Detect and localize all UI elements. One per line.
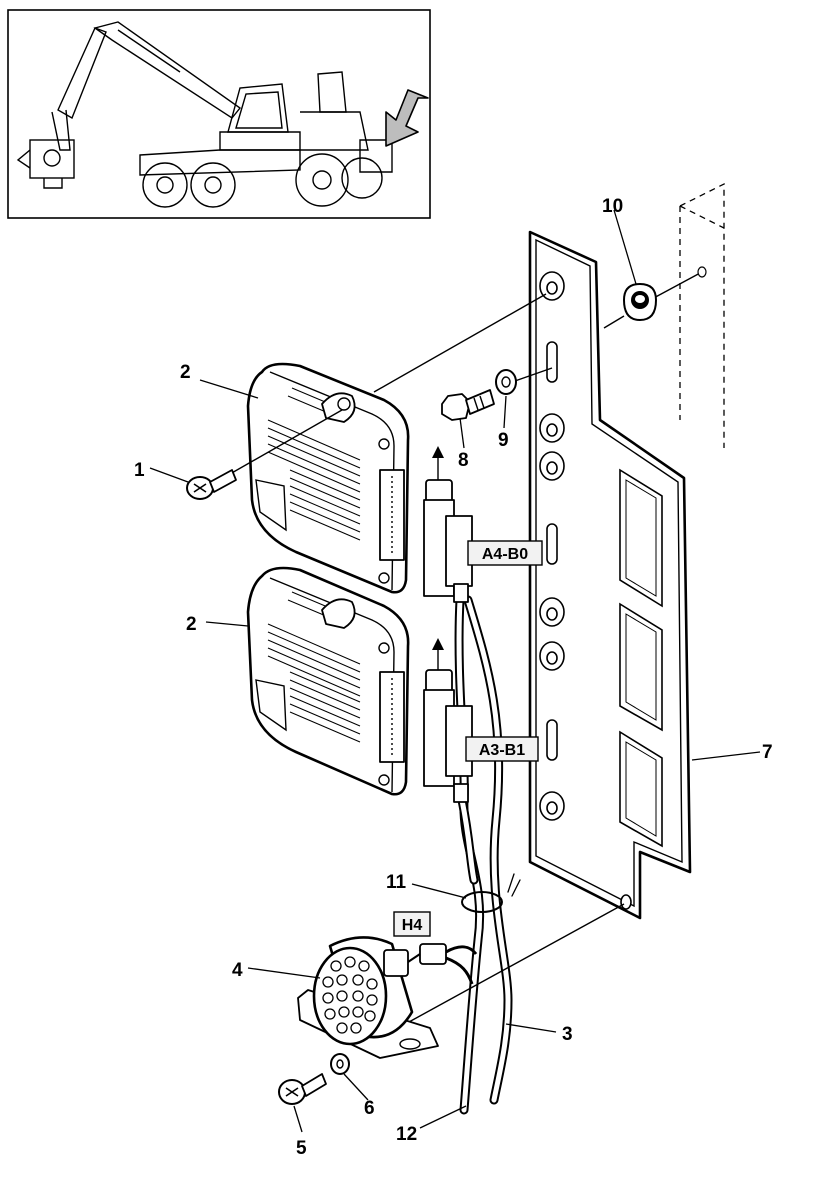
callout-12: 12: [396, 1124, 417, 1145]
mounting-wall-outline: [679, 182, 725, 448]
callout-11: 11: [386, 872, 407, 893]
callout-9: 9: [498, 430, 509, 451]
cable-harness: [454, 595, 521, 1115]
screw-5: [278, 1073, 327, 1105]
callout-labels: 1 2 2 3 4 5 6 7 8 9 10 11 12: [134, 196, 773, 1159]
tag-h4-label: H4: [402, 917, 423, 934]
plate-holes: [539, 271, 632, 910]
module-ribs: [267, 387, 361, 541]
buzzer-grille-holes: [322, 956, 378, 1034]
callout-7: 7: [762, 742, 773, 763]
tag-a4-b0: A4-B0: [467, 540, 543, 566]
machine-inset: [7, 9, 431, 219]
screw-1: [186, 409, 343, 500]
callout-3: 3: [562, 1024, 573, 1045]
tag-a3-b1: A3-B1: [465, 736, 539, 762]
tag-a3-b1-label: A3-B1: [479, 742, 525, 759]
callout-6: 6: [364, 1098, 375, 1119]
tag-a4-b0-label: A4-B0: [482, 546, 528, 563]
connector-tags: A4-B0 A3-B1 H4: [393, 540, 543, 937]
tag-h4: H4: [393, 911, 431, 937]
callout-5: 5: [296, 1138, 307, 1159]
cable-tie-11: [411, 883, 503, 913]
harvester-head: [16, 139, 75, 189]
buzzer-4: [297, 903, 625, 1059]
harvester-boom: [51, 21, 242, 151]
callout-8: 8: [458, 450, 469, 471]
harvester-wheels: [142, 153, 383, 208]
callout-10: 10: [602, 196, 623, 217]
bolt-8: [441, 367, 553, 421]
spacer-washer-10: [603, 266, 707, 329]
control-module-upper: [246, 293, 547, 594]
bracket-plate: [528, 230, 692, 920]
plate-slots: [546, 341, 558, 761]
leader-lines: [149, 209, 761, 1133]
callout-2-upper: 2: [180, 362, 191, 383]
callout-4: 4: [232, 960, 243, 981]
washer-9: [495, 369, 517, 395]
callout-1: 1: [134, 460, 145, 481]
washer-6: [330, 1053, 350, 1075]
callout-2-lower: 2: [186, 614, 197, 635]
location-arrow: [385, 89, 429, 147]
plate-windows: [619, 468, 663, 848]
module-ribs: [267, 591, 361, 743]
harvester-body: [139, 71, 393, 176]
control-module-lower: [246, 566, 410, 796]
